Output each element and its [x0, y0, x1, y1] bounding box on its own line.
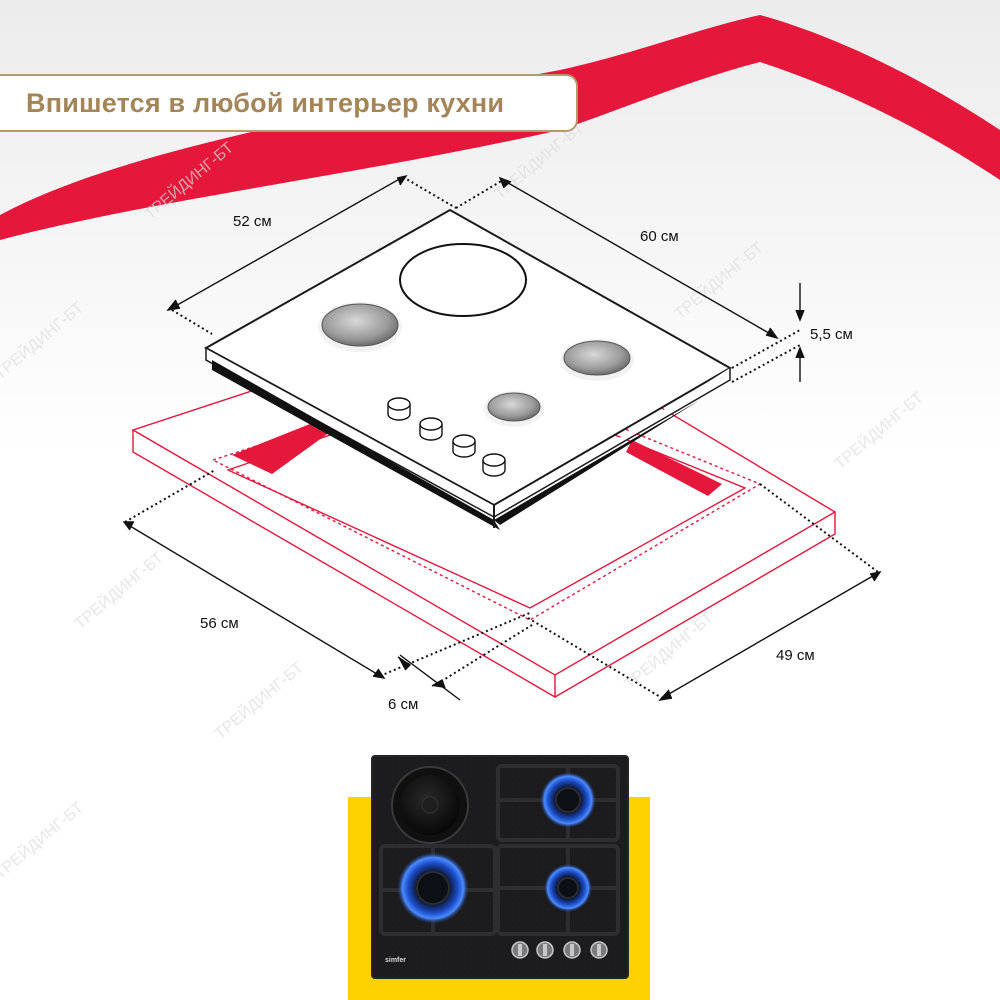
svg-text:ТРЕЙДИНГ-БТ: ТРЕЙДИНГ-БТ — [670, 238, 767, 323]
cutout-opening-right — [626, 440, 722, 496]
dimension-lines — [122, 174, 882, 702]
dimension-label-gap: 6 см — [388, 696, 419, 713]
dimension-label-depth-top: 52 см — [233, 213, 272, 230]
dimension-label-height: 5,5 см — [810, 326, 853, 343]
hob-drawing — [203, 208, 733, 530]
svg-text:ТРЕЙДИНГ-БТ: ТРЕЙДИНГ-БТ — [0, 298, 87, 383]
brand-logo: simfer — [385, 957, 407, 964]
svg-text:ТРЕЙДИНГ-БТ: ТРЕЙДИНГ-БТ — [830, 388, 927, 473]
svg-text:ТРЕЙДИНГ-БТ: ТРЕЙДИНГ-БТ — [70, 548, 167, 633]
headline-banner: Впишется в любой интерьер кухни — [0, 74, 578, 132]
dimension-label-cutout-width: 56 см — [200, 615, 239, 632]
dimension-label-width-top: 60 см — [640, 228, 679, 245]
dimension-label-cutout-depth: 49 см — [776, 647, 815, 664]
svg-text:ТРЕЙДИНГ-БТ: ТРЕЙДИНГ-БТ — [0, 798, 87, 883]
product-photo-hob — [371, 755, 629, 979]
svg-text:ТРЕЙДИНГ-БТ: ТРЕЙДИНГ-БТ — [210, 658, 307, 743]
headline-text: Впишется в любой интерьер кухни — [26, 87, 505, 118]
cutout-opening-left — [232, 420, 330, 474]
